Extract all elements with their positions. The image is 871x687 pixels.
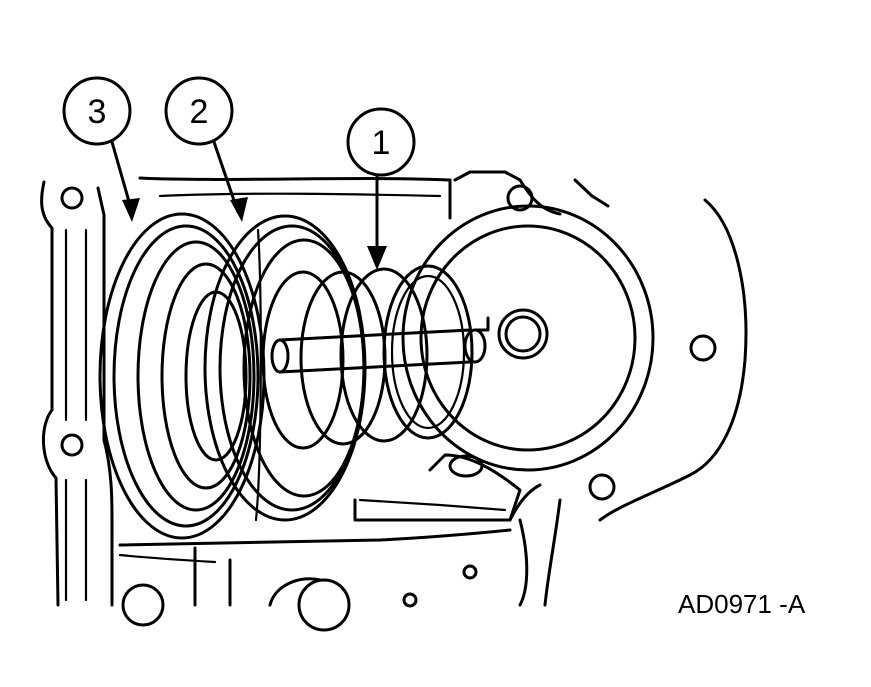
figure-id-label: AD0971 -A [678,589,806,619]
callout-3-label: 3 [88,93,107,131]
arrowhead-3 [122,198,140,222]
arrowhead-2 [230,197,248,222]
callout-1: 1 [346,107,416,177]
arrowhead-1 [367,246,387,270]
callout-1-label: 1 [372,124,391,162]
callout-3: 3 [62,76,132,146]
transmission-case-housing [40,170,748,632]
leader-arrows [110,140,387,270]
callout-2: 2 [164,76,234,146]
part-3-piston-cover [98,212,266,540]
part-1-spring-and-rod [261,264,490,450]
servo-bore [401,204,655,472]
callout-2-label: 2 [190,93,209,131]
